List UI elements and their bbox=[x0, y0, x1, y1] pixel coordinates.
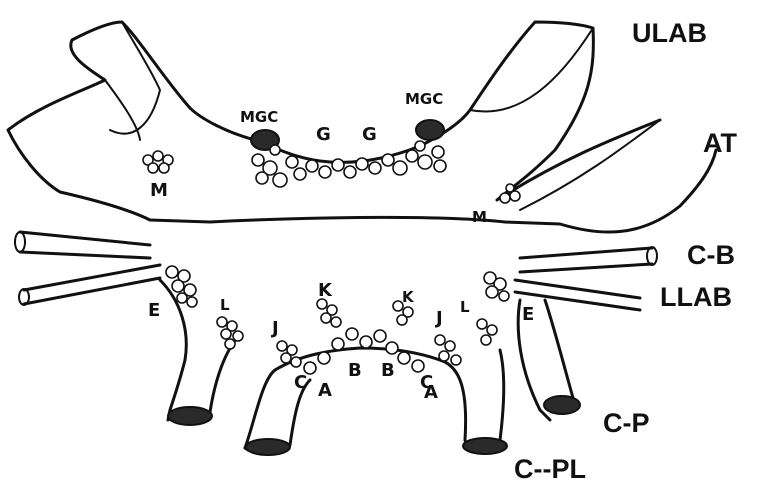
label-cb: C-B bbox=[687, 240, 735, 270]
label-e-right: E bbox=[522, 304, 534, 325]
label-j-right: J bbox=[434, 308, 443, 329]
label-g-right: G bbox=[362, 124, 377, 145]
cb-left-nerve bbox=[20, 232, 150, 258]
l-right-cell-cluster bbox=[477, 319, 497, 345]
label-cpl: C--PL bbox=[514, 454, 586, 484]
label-k-right: K bbox=[402, 288, 415, 306]
label-b-right: B bbox=[381, 360, 395, 381]
cb-left-nerve-end bbox=[15, 232, 25, 252]
label-m-left: M bbox=[150, 180, 168, 201]
label-cp: C-P bbox=[603, 408, 650, 438]
cp-left-cut-end bbox=[168, 407, 212, 425]
cpl-right-cut-end bbox=[463, 438, 507, 454]
label-mgc-right: MGC bbox=[405, 90, 443, 108]
l-left-cell-cluster bbox=[217, 317, 243, 349]
label-a-left: A bbox=[318, 380, 332, 401]
cpl-left-cut-end bbox=[246, 439, 290, 455]
label-b-left: B bbox=[348, 360, 362, 381]
label-g-left: G bbox=[316, 124, 331, 145]
e-left-cell-cluster bbox=[166, 266, 197, 307]
label-llab: LLAB bbox=[660, 282, 732, 312]
label-ulab: ULAB bbox=[632, 18, 707, 48]
e-right-cell-cluster bbox=[484, 272, 509, 301]
llab-left-nerve bbox=[24, 265, 160, 304]
m-left-cell-cluster bbox=[143, 151, 173, 173]
label-l-left: L bbox=[220, 296, 230, 314]
label-l-right: L bbox=[460, 298, 470, 316]
k-left-cell-cluster bbox=[317, 299, 341, 327]
label-j-left: J bbox=[270, 318, 279, 339]
label-m-right: M bbox=[472, 208, 487, 226]
label-c-left: C bbox=[294, 372, 307, 393]
label-mgc-left: MGC bbox=[240, 108, 278, 126]
mgc-right-cell bbox=[416, 120, 444, 140]
label-a-right: A bbox=[424, 382, 438, 403]
label-e-left: E bbox=[148, 300, 160, 321]
cb-right-nerve-end bbox=[647, 247, 657, 265]
ulab-right-arm-inner bbox=[470, 28, 593, 112]
label-k-left: K bbox=[318, 280, 333, 301]
cb-right-nerve bbox=[520, 248, 652, 272]
g-cell-cluster bbox=[252, 141, 446, 187]
cp-right-cut-end bbox=[544, 396, 580, 414]
label-at: AT bbox=[703, 128, 737, 158]
